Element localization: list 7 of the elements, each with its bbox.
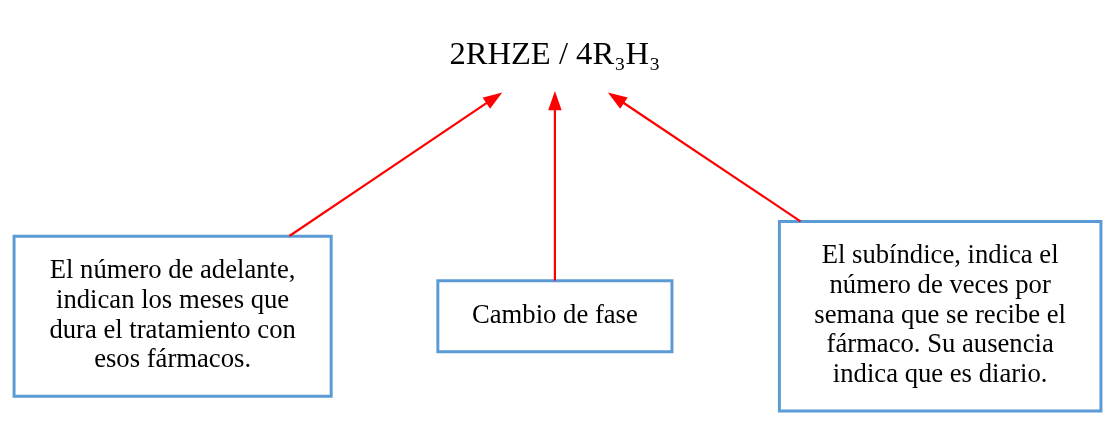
- node-box: El número de adelante, indican los meses que dura el tratamiento con esos fármacos.: [12, 234, 333, 398]
- node-box: Cambio de fase: [436, 278, 674, 353]
- arrow: [607, 91, 802, 222]
- arrow: [288, 91, 503, 237]
- node-box: El subíndice, indica el número de veces por semana que se recibe el fármaco. Su ausencia indica que es diario.: [777, 219, 1103, 413]
- node-text: 2RHZE / 4R₃H₃: [449, 34, 661, 71]
- arrow: [548, 90, 562, 280]
